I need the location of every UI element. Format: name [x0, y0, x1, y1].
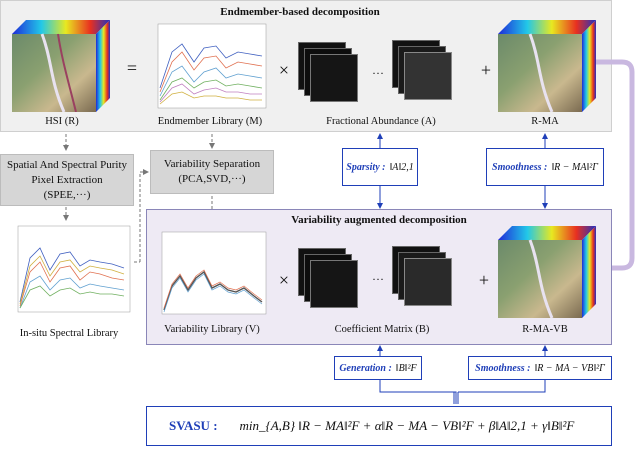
plus-sign-top: +	[480, 60, 492, 80]
abundance-stack-right	[392, 40, 452, 102]
abundance-dots: ···	[372, 66, 384, 80]
coefficient-stack-left	[298, 248, 358, 310]
rmavb-label: R-MA-VB	[522, 324, 568, 335]
sparsity-key: Sparsity :	[346, 161, 386, 173]
generation-key: Generation :	[339, 362, 392, 374]
rma-label: R-MA	[531, 116, 559, 127]
hsi-label: HSI (R)	[45, 116, 79, 127]
generation-expr: ‖B‖²F	[395, 362, 417, 374]
abundance-label: Fractional Abundance (A)	[326, 116, 436, 127]
multiply-sign-top: ×	[278, 60, 290, 80]
endmember-library-plot	[157, 23, 267, 109]
generation-constraint-box: Generation : ‖B‖²F	[334, 356, 422, 380]
insitu-spectral-plot	[17, 225, 131, 313]
smoothness-key: Smoothness :	[492, 161, 548, 173]
spee-line3: (SPEE,···)	[43, 189, 91, 201]
svasu-key: SVASU :	[169, 418, 218, 433]
variability-separation-line2: (PCA,SVD,···)	[178, 173, 246, 185]
variability-augmented-title: Variability augmented decomposition	[291, 214, 467, 226]
rma-cube-image	[498, 20, 596, 112]
spee-line2: Pixel Extraction	[31, 174, 103, 186]
multiply-sign-mid: ×	[278, 270, 290, 290]
svasu-equation: min_{A,B} ‖R − MA‖²F + α‖R − MA − VB‖²F …	[239, 418, 575, 433]
endmember-decomposition-title: Endmember-based decomposition	[220, 6, 380, 18]
hsi-cube-image	[12, 20, 110, 112]
sparsity-constraint-box: Sparsity : ‖A‖2,1	[342, 148, 418, 186]
plus-sign-mid: +	[478, 270, 490, 290]
insitu-label: In-situ Spectral Library	[19, 328, 119, 339]
variability-library-label: Variability Library (V)	[164, 324, 260, 335]
variability-separation-box: Variability Separation (PCA,SVD,···)	[150, 150, 274, 194]
abundance-stack-left	[298, 42, 358, 104]
endmember-library-label: Endmember Library (M)	[157, 116, 263, 127]
spee-line1: Spatial And Spectral Purity	[6, 159, 128, 171]
smoothness2-key: Smoothness :	[475, 362, 531, 374]
smoothness-constraint-box: Smoothness : ‖R − MA‖²Γ	[486, 148, 604, 186]
variability-library-plot	[161, 231, 267, 315]
coefficient-label: Coefficient Matrix (B)	[334, 324, 430, 335]
smoothness2-expr: ‖R − MA − VB‖²Γ	[534, 362, 605, 374]
rmavb-cube-image	[498, 226, 596, 318]
smoothness2-constraint-box: Smoothness : ‖R − MA − VB‖²Γ	[468, 356, 612, 380]
sparsity-expr: ‖A‖2,1	[389, 161, 414, 173]
smoothness-expr: ‖R − MA‖²Γ	[551, 161, 598, 173]
svasu-equation-box: SVASU : min_{A,B} ‖R − MA‖²F + α‖R − MA …	[146, 406, 612, 446]
variability-separation-line1: Variability Separation	[163, 158, 261, 170]
spee-box: Spatial And Spectral Purity Pixel Extrac…	[0, 154, 134, 206]
equals-sign: =	[126, 58, 138, 78]
coefficient-dots: ···	[372, 272, 384, 286]
coefficient-stack-right	[392, 246, 452, 308]
